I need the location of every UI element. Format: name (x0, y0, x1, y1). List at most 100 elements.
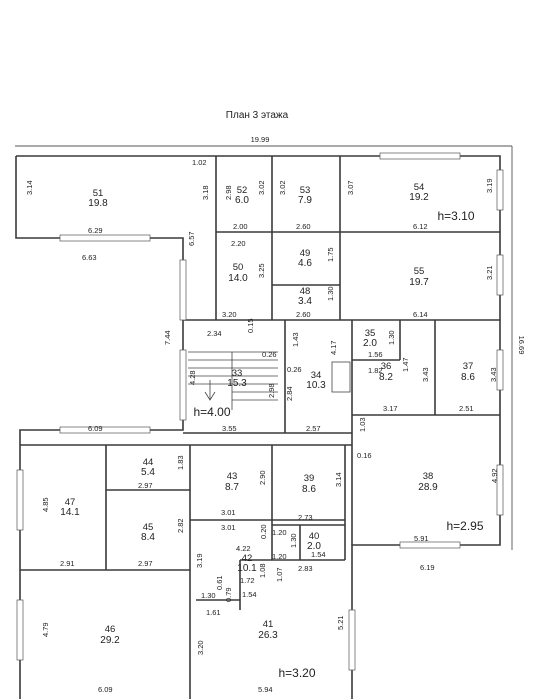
svg-text:10.3: 10.3 (306, 380, 326, 391)
svg-text:5.4: 5.4 (141, 467, 155, 478)
dimension-label: 1.08 (258, 563, 267, 578)
svg-text:4.6: 4.6 (298, 258, 312, 269)
dimension-label: 2.97 (138, 481, 153, 490)
svg-text:43: 43 (227, 471, 238, 482)
svg-text:29.2: 29.2 (100, 635, 120, 646)
svg-text:36: 36 (381, 361, 392, 372)
dimension-label: 2.20 (231, 239, 246, 248)
height-label: h=2.95 (446, 519, 483, 533)
dimension-label: 3.14 (25, 180, 34, 195)
dimension-label: 0.26 (262, 350, 277, 359)
dimension-label: 2.82 (176, 518, 185, 533)
dimension-label: 3.07 (346, 180, 355, 195)
dimension-label: 0.61 (215, 575, 224, 590)
dimension-label: 6.29 (88, 226, 103, 235)
svg-text:19.2: 19.2 (409, 192, 429, 203)
height-label: h=3.20 (278, 666, 315, 680)
dimension-label: 0.20 (259, 524, 268, 539)
room-49: 494.6 (298, 248, 312, 269)
dimension-label: 3.01 (221, 508, 236, 517)
svg-text:19.7: 19.7 (409, 277, 429, 288)
svg-text:8.6: 8.6 (302, 484, 316, 495)
plan-title: План 3 этажа (226, 110, 289, 121)
dimension-label: 3.19 (195, 553, 204, 568)
svg-text:26.3: 26.3 (258, 630, 278, 641)
svg-text:7.9: 7.9 (298, 195, 312, 206)
dimension-label: 4.79 (41, 622, 50, 637)
dimension-label: 5.94 (258, 685, 273, 694)
svg-text:14.1: 14.1 (60, 507, 80, 518)
svg-text:47: 47 (65, 497, 76, 508)
svg-text:3.4: 3.4 (298, 296, 312, 307)
dimension-label: 2.84 (285, 386, 294, 401)
dimension-label: 2.51 (459, 404, 474, 413)
overall-height-label: 16.69 (517, 336, 526, 355)
svg-text:44: 44 (143, 457, 154, 468)
dimension-label: 2.00 (233, 222, 248, 231)
svg-text:8.7: 8.7 (225, 482, 239, 493)
dimension-label: 4.28 (188, 370, 197, 385)
svg-text:2.0: 2.0 (363, 338, 377, 349)
dimension-label: 0.16 (357, 451, 372, 460)
svg-text:6.0: 6.0 (235, 195, 249, 206)
dimension-label: 2.73 (298, 513, 313, 522)
dimension-label: 1.30 (326, 286, 335, 301)
dimension-label: 6.57 (187, 231, 196, 246)
dimension-label: 1.54 (242, 590, 257, 599)
dimension-label: 0.79 (224, 587, 233, 602)
dimension-label: 1.47 (401, 357, 410, 372)
svg-text:40: 40 (309, 531, 320, 542)
svg-text:28.9: 28.9 (418, 482, 438, 493)
dimension-label: 1.82 (368, 366, 383, 375)
dimension-label: 2.57 (306, 424, 321, 433)
dimension-label: 3.20 (222, 310, 237, 319)
dimension-label: 3.25 (257, 263, 266, 278)
room-36: 368.2 (379, 361, 393, 383)
dimension-label: 3.19 (485, 178, 494, 193)
dimension-label: 1.43 (291, 332, 300, 347)
dimension-label: 5.91 (414, 534, 429, 543)
svg-text:42: 42 (242, 553, 253, 564)
dimension-label: 6.14 (413, 310, 428, 319)
dimension-label: 3.17 (383, 404, 398, 413)
dimension-label: 1.30 (201, 591, 216, 600)
svg-text:55: 55 (414, 266, 425, 277)
dimension-label: 2.60 (296, 310, 311, 319)
dimension-label: 3.55 (222, 424, 237, 433)
dimension-labels: 3.14 6.29 6.63 1.02 3.18 2.98 3.02 3.02 … (25, 158, 499, 694)
dimension-label: 6.09 (98, 685, 113, 694)
dimension-label: 1.03 (358, 417, 367, 432)
svg-text:53: 53 (300, 185, 311, 196)
dimension-label: 4.22 (236, 544, 251, 553)
dimension-label: 3.14 (334, 472, 343, 487)
dimension-label: 5.21 (336, 615, 345, 630)
svg-text:45: 45 (143, 522, 154, 533)
dimension-label: 1.54 (311, 550, 326, 559)
dimension-label: 2.91 (60, 559, 75, 568)
room-48: 483.4 (298, 286, 312, 307)
svg-text:8.4: 8.4 (141, 532, 155, 543)
dimension-label: 3.21 (485, 265, 494, 280)
ceiling-heights: h=3.10 h=4.00 h=2.95 h=3.20 (193, 209, 483, 680)
dimension-label: 0.26 (287, 365, 302, 374)
room-35: 352.0 (363, 328, 377, 349)
room-52: 526.0 (235, 185, 249, 206)
dimension-label: 0.15 (246, 318, 255, 333)
svg-text:41: 41 (263, 619, 274, 630)
room-53: 537.9 (298, 185, 312, 206)
svg-text:14.0: 14.0 (228, 273, 248, 284)
svg-text:19.8: 19.8 (88, 198, 108, 209)
overall-width-label: 19.99 (251, 135, 270, 144)
staircase (188, 351, 351, 410)
dimension-label: 2.90 (258, 470, 267, 485)
dimension-label: 1.56 (368, 350, 383, 359)
dimension-label: 3.20 (196, 640, 205, 655)
height-label: h=3.10 (437, 209, 474, 223)
dimension-label: 1.07 (275, 567, 284, 582)
dimension-label: 2.83 (298, 564, 313, 573)
room-39: 398.6 (302, 473, 316, 495)
